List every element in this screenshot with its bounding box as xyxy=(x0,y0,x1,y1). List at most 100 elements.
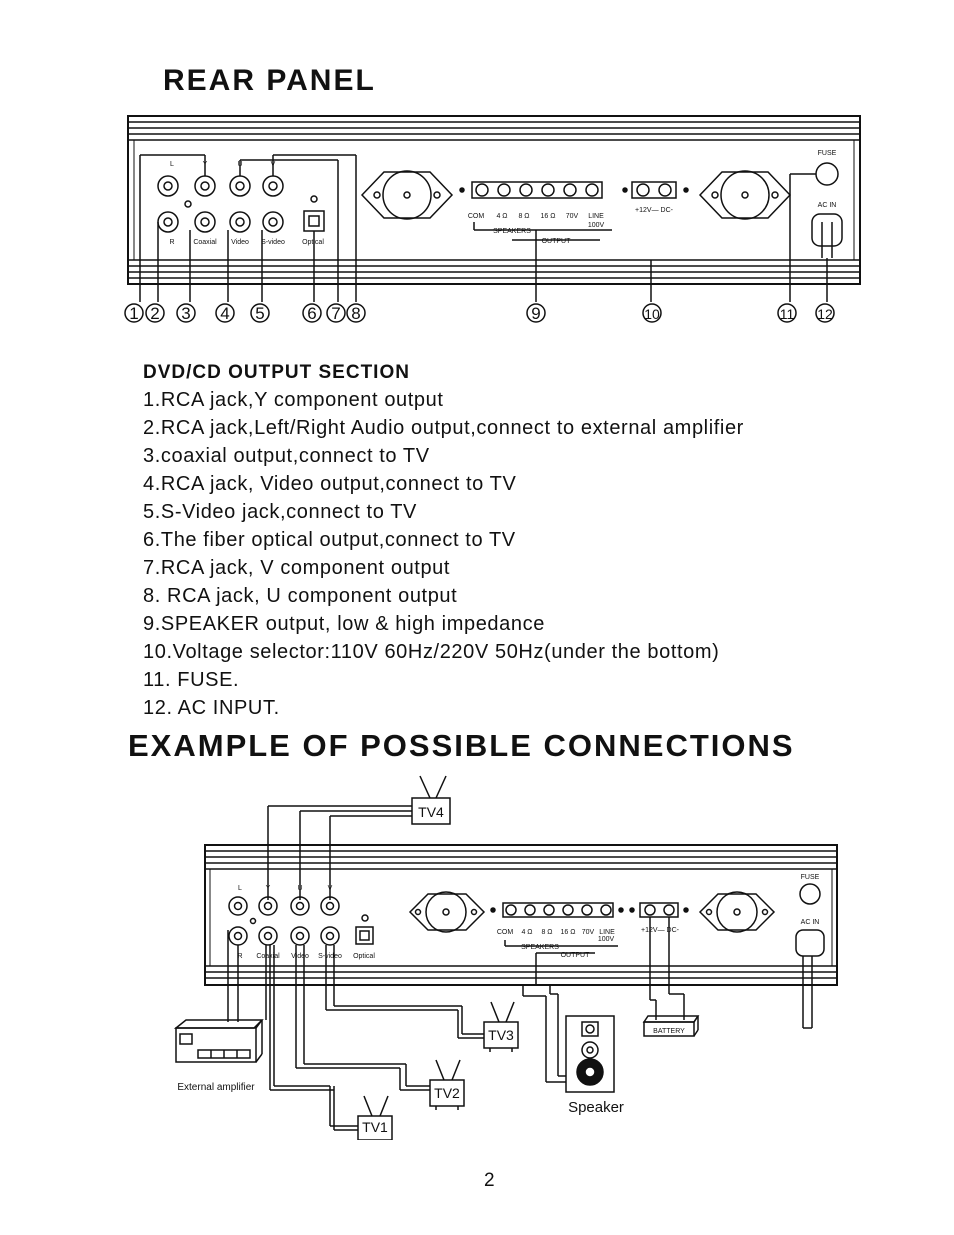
label-v: V xyxy=(271,161,276,168)
conn-label-svideo: S-video xyxy=(318,953,342,960)
list-item: 11. FUSE. xyxy=(143,669,240,691)
conn-label-l: L xyxy=(238,885,242,892)
dc-terminals[interactable] xyxy=(636,183,672,197)
external-amplifier-icon xyxy=(173,1019,264,1063)
optical-jack[interactable] xyxy=(303,210,325,232)
callout-1: 1 xyxy=(129,304,138,323)
callout-2: 2 xyxy=(150,304,159,323)
rca-jack-l[interactable] xyxy=(157,175,179,197)
speaker-label-100v: 100V xyxy=(588,222,605,229)
conn-speaker-line: LINE xyxy=(599,929,615,936)
callout-4: 4 xyxy=(220,304,229,323)
video-jack[interactable] xyxy=(229,211,251,233)
conn-label-r: R xyxy=(237,953,242,960)
conn-label-y: Y xyxy=(266,885,271,892)
section-heading: DVD/CD OUTPUT SECTION xyxy=(143,362,410,383)
fuse-label: FUSE xyxy=(818,150,837,157)
conn-speaker-100v: 100V xyxy=(598,936,615,943)
conn-speakers-label: SPEAKERS xyxy=(521,944,559,951)
connections-title: EXAMPLE OF POSSIBLE CONNECTIONS xyxy=(128,728,795,763)
label-l: L xyxy=(170,161,174,168)
conn-speaker-16ohm: 16 Ω xyxy=(561,929,576,936)
conn-speaker-com: COM xyxy=(497,929,514,936)
conn-fuse-label: FUSE xyxy=(801,874,820,881)
tv2-label: TV2 xyxy=(434,1085,460,1101)
conn-label-optical: Optical xyxy=(353,953,375,960)
conn-dc-label: +12V— DC- xyxy=(641,927,680,934)
rca-jack-r[interactable] xyxy=(157,211,179,233)
tv2-icon xyxy=(429,1059,465,1110)
speaker-label-4ohm: 4 Ω xyxy=(496,213,507,220)
conn-ac-in-label: AC IN xyxy=(801,919,820,926)
label-y: Y xyxy=(203,161,208,168)
fuse-holder[interactable] xyxy=(815,162,839,186)
tv3-label: TV3 xyxy=(488,1027,514,1043)
page-title: REAR PANEL xyxy=(163,64,376,97)
speaker-cabinet-icon xyxy=(565,1015,615,1093)
list-item: 8. RCA jack, U component output xyxy=(143,585,458,607)
battery-label: BATTERY xyxy=(653,1028,685,1035)
speaker-label-8ohm: 8 Ω xyxy=(518,213,529,220)
ac-in-label: AC IN xyxy=(818,202,837,209)
conn-label-video: Video xyxy=(291,953,309,960)
list-item: 4.RCA jack, Video output,connect to TV xyxy=(143,473,517,495)
conn-speaker-70v: 70V xyxy=(582,929,595,936)
mount-left xyxy=(360,170,454,220)
list-item: 2.RCA jack,Left/Right Audio output,conne… xyxy=(143,417,744,439)
coaxial-jack[interactable] xyxy=(194,211,216,233)
callout-5: 5 xyxy=(255,304,264,323)
list-item: 9.SPEAKER output, low & high impedance xyxy=(143,613,545,635)
speaker-label-line: LINE xyxy=(588,213,604,220)
tv1-icon xyxy=(357,1095,393,1140)
rca-jack-y[interactable] xyxy=(194,175,216,197)
callout-8: 8 xyxy=(351,304,360,323)
amplifier-label: External amplifier xyxy=(177,1082,255,1093)
list-item: 10.Voltage selector:110V 60Hz/220V 50Hz(… xyxy=(143,641,720,663)
speaker-label: Speaker xyxy=(568,1099,624,1116)
list-item: 3.coaxial output,connect to TV xyxy=(143,445,430,467)
speakers-label: SPEAKERS xyxy=(493,228,531,235)
label-coaxial: Coaxial xyxy=(193,239,217,246)
dc-label: +12V— DC- xyxy=(635,207,674,214)
rca-jack-v[interactable] xyxy=(262,175,284,197)
callout-7: 7 xyxy=(331,304,340,323)
list-item: 6.The fiber optical output,connect to TV xyxy=(143,529,516,551)
speaker-terminal-row[interactable] xyxy=(475,183,599,197)
speaker-label-70v: 70V xyxy=(566,213,579,220)
callout-9: 9 xyxy=(531,304,540,323)
mount-right xyxy=(698,170,792,220)
label-svideo: S-video xyxy=(261,239,285,246)
label-optical: Optical xyxy=(302,239,324,246)
battery-icon xyxy=(642,1015,700,1037)
speaker-label-16ohm: 16 Ω xyxy=(541,213,556,220)
output-label: OUTPUT xyxy=(542,238,572,245)
list-item: 1.RCA jack,Y component output xyxy=(143,389,444,411)
conn-label-v: V xyxy=(328,885,333,892)
conn-label-u: U xyxy=(297,885,302,892)
speaker-label-com: COM xyxy=(468,213,485,220)
tv3-icon xyxy=(483,1001,519,1052)
tv1-label: TV1 xyxy=(362,1119,388,1135)
page-number: 2 xyxy=(484,1170,495,1191)
list-item: 12. AC INPUT. xyxy=(143,697,280,719)
conn-output-label: OUTPUT xyxy=(561,952,591,959)
rear-panel-diagram: L Y U V R Coaxial Video S-video Optical … xyxy=(124,115,861,323)
ac-input-socket[interactable] xyxy=(811,213,843,258)
callout-11: 11 xyxy=(780,306,795,322)
svideo-jack[interactable] xyxy=(262,211,284,233)
list-item: 7.RCA jack, V component output xyxy=(143,557,451,579)
connections-diagram: TV4 TV3 TV2 TV1 BATTERY Speaker External… xyxy=(173,775,838,1140)
callout-6: 6 xyxy=(307,304,316,323)
conn-label-coaxial: Coaxial xyxy=(256,953,280,960)
conn-speaker-8ohm: 8 Ω xyxy=(541,929,552,936)
label-u: U xyxy=(237,161,242,168)
tv4-label: TV4 xyxy=(418,804,444,820)
list-item: 5.S-Video jack,connect to TV xyxy=(143,501,417,523)
callout-3: 3 xyxy=(181,304,190,323)
callout-12: 12 xyxy=(817,306,833,322)
label-r: R xyxy=(169,239,174,246)
rca-jack-u[interactable] xyxy=(229,175,251,197)
callout-10: 10 xyxy=(644,306,660,322)
conn-speaker-4ohm: 4 Ω xyxy=(521,929,532,936)
label-video: Video xyxy=(231,239,249,246)
